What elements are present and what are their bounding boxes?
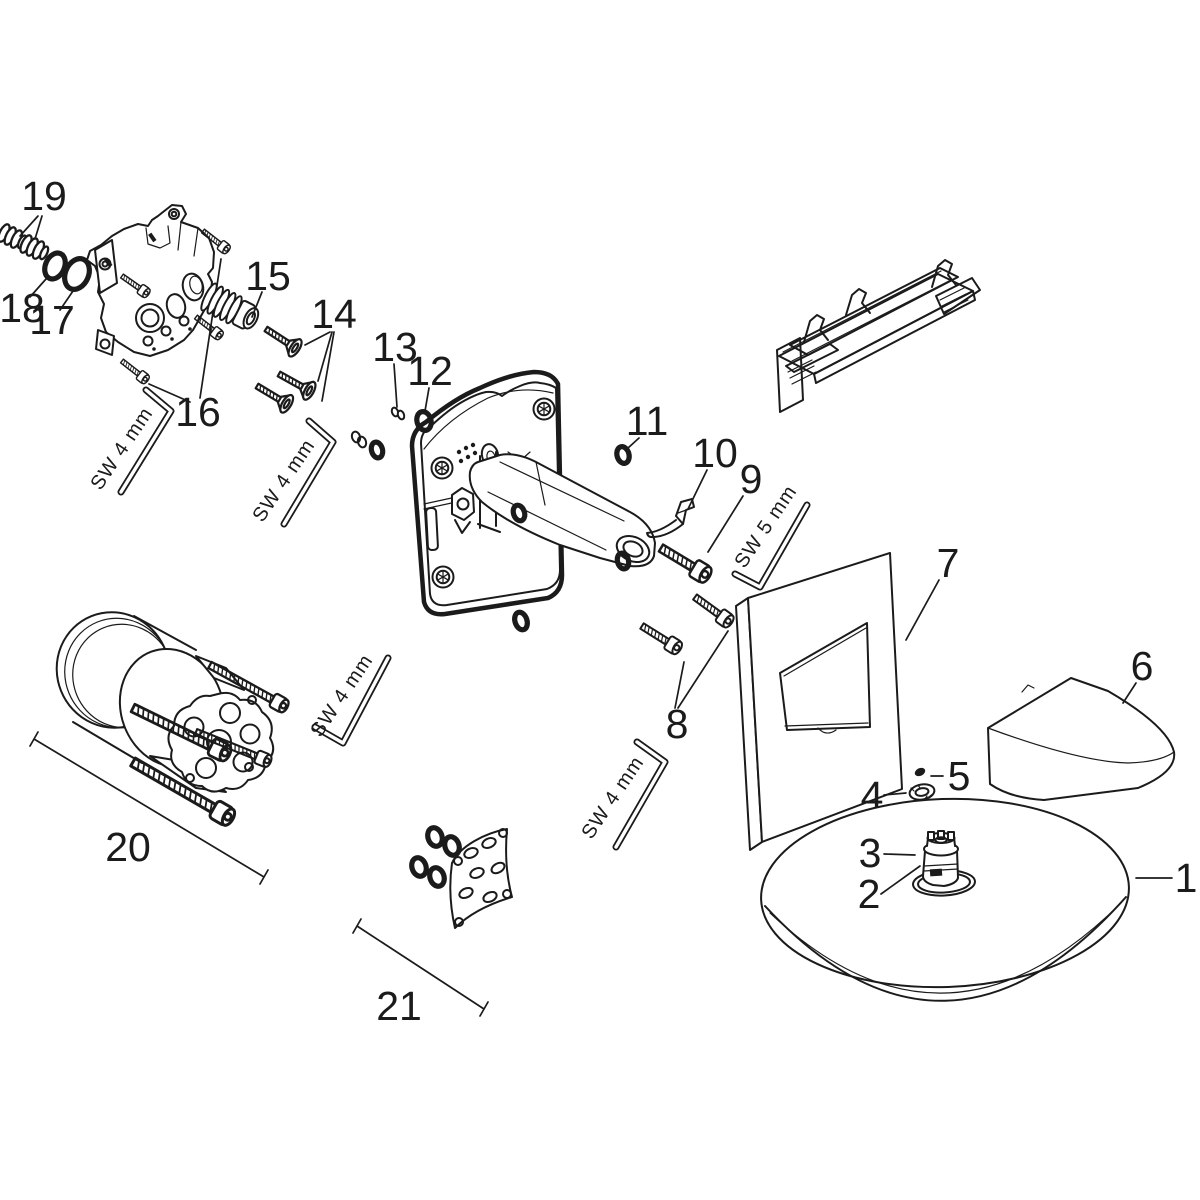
screw bbox=[259, 319, 306, 360]
part-20-extension-set: 20 bbox=[29, 611, 292, 885]
mounting-rail bbox=[776, 259, 981, 413]
part-13-plug: 13 bbox=[372, 324, 418, 421]
callout-19: 19 bbox=[21, 173, 67, 219]
part-19-hose-connectors: 19 bbox=[0, 173, 67, 264]
callout-7: 7 bbox=[937, 540, 960, 586]
plate-gasket bbox=[409, 369, 565, 617]
part-1-shower-plate: 1 bbox=[760, 797, 1198, 1002]
callout-17: 17 bbox=[29, 297, 75, 343]
callout-1: 1 bbox=[1175, 855, 1198, 901]
rail-clip-tab bbox=[931, 259, 957, 288]
callout-18: 18 bbox=[0, 285, 45, 331]
part-8-screws: 8 bbox=[637, 589, 737, 747]
arm-flange bbox=[451, 487, 475, 521]
part-7-escutcheon: 7 bbox=[735, 540, 960, 851]
hex-key-sw4-a: SW 4 mm bbox=[86, 386, 175, 496]
hex-key-sw4-b: SW 4 mm bbox=[248, 417, 337, 528]
part-5-cap: 5 bbox=[914, 753, 971, 799]
callout-20: 20 bbox=[105, 824, 151, 870]
rail-end-panel bbox=[776, 337, 804, 413]
hex-key-sw4-d: SW 4 mm bbox=[306, 650, 392, 747]
part-14-screws: 14 bbox=[250, 291, 357, 416]
part-3-cap: 3 bbox=[859, 830, 959, 876]
rail-clip-tab bbox=[803, 314, 829, 343]
part-17-o-ring: 17 bbox=[29, 256, 92, 343]
part-21-seal-set: 21 bbox=[352, 825, 513, 1029]
callout-15: 15 bbox=[245, 253, 291, 299]
callout-11: 11 bbox=[626, 398, 669, 444]
callout-13: 13 bbox=[372, 324, 418, 370]
torx-screw bbox=[431, 565, 455, 589]
valve-body bbox=[86, 204, 215, 357]
small-seals bbox=[350, 430, 632, 633]
callout-8: 8 bbox=[666, 701, 689, 747]
torx-screw bbox=[430, 456, 454, 480]
part-16-screws: 16 bbox=[117, 226, 233, 435]
rail-clip-tab bbox=[845, 288, 871, 316]
callout-9: 9 bbox=[740, 456, 763, 502]
callout-10: 10 bbox=[692, 430, 738, 476]
screw bbox=[117, 356, 152, 386]
torx-screw bbox=[532, 397, 556, 421]
arm-o-ring bbox=[510, 502, 528, 524]
callout-16: 16 bbox=[175, 389, 221, 435]
up-mark bbox=[148, 232, 157, 243]
screw bbox=[689, 589, 737, 631]
escutcheon-window bbox=[779, 622, 871, 731]
part-9-screw: 9 bbox=[654, 456, 763, 587]
hex-key-label: SW 4 mm bbox=[577, 752, 648, 843]
callout-6: 6 bbox=[1131, 643, 1154, 689]
part-12-o-ring: 12 bbox=[407, 348, 453, 433]
callout-2: 2 bbox=[858, 871, 881, 917]
valve-port bbox=[135, 303, 165, 333]
callout-21: 21 bbox=[376, 983, 422, 1029]
part-11-o-ring: 11 bbox=[614, 398, 669, 466]
gasket-plate bbox=[449, 828, 513, 929]
screw bbox=[654, 538, 716, 587]
part-15-adapter: 15 bbox=[200, 253, 291, 330]
callout-5: 5 bbox=[948, 753, 971, 799]
part-2-connector: 2 bbox=[858, 849, 976, 917]
part-6-wedge: 6 bbox=[987, 643, 1176, 801]
callout-14: 14 bbox=[311, 291, 357, 337]
up-mark bbox=[104, 257, 113, 268]
hex-key-sw4-c: SW 4 mm bbox=[577, 738, 669, 851]
part-10-clip: 10 bbox=[646, 430, 738, 539]
callout-3: 3 bbox=[859, 830, 882, 876]
screw bbox=[637, 618, 686, 658]
callout-12: 12 bbox=[407, 348, 453, 394]
